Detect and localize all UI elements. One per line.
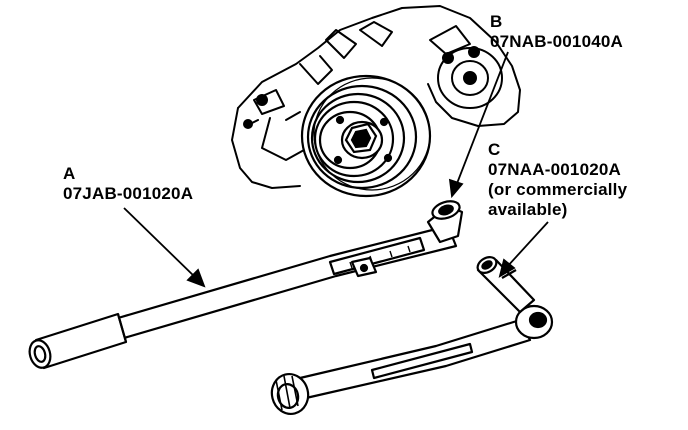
callout-a-part-number: 07JAB-001020A: [63, 184, 194, 203]
arrowhead-a: [186, 268, 206, 288]
callout-b-part-number: 07NAB-001040A: [490, 32, 624, 51]
leader-line-b: [455, 51, 509, 187]
torque-wrench-c: [270, 256, 554, 415]
callout-c-note-line1: (or commercially: [488, 180, 628, 199]
leader-line-a: [123, 207, 197, 279]
leader-lines: [123, 51, 549, 288]
leader-line-c: [505, 221, 549, 269]
crankshaft-pulley: [300, 74, 432, 198]
arrowhead-b: [448, 178, 464, 199]
callout-a-letter: A: [63, 164, 76, 183]
callout-c-note-line2: available): [488, 200, 568, 219]
callout-c-part-number: 07NAA-001020A: [488, 160, 622, 179]
callout-b-letter: B: [490, 12, 503, 31]
arrowhead-c: [498, 258, 516, 278]
torque-wrench-a: [28, 200, 464, 370]
callout-c-letter: C: [488, 140, 501, 159]
engine-block: [231, 5, 521, 189]
